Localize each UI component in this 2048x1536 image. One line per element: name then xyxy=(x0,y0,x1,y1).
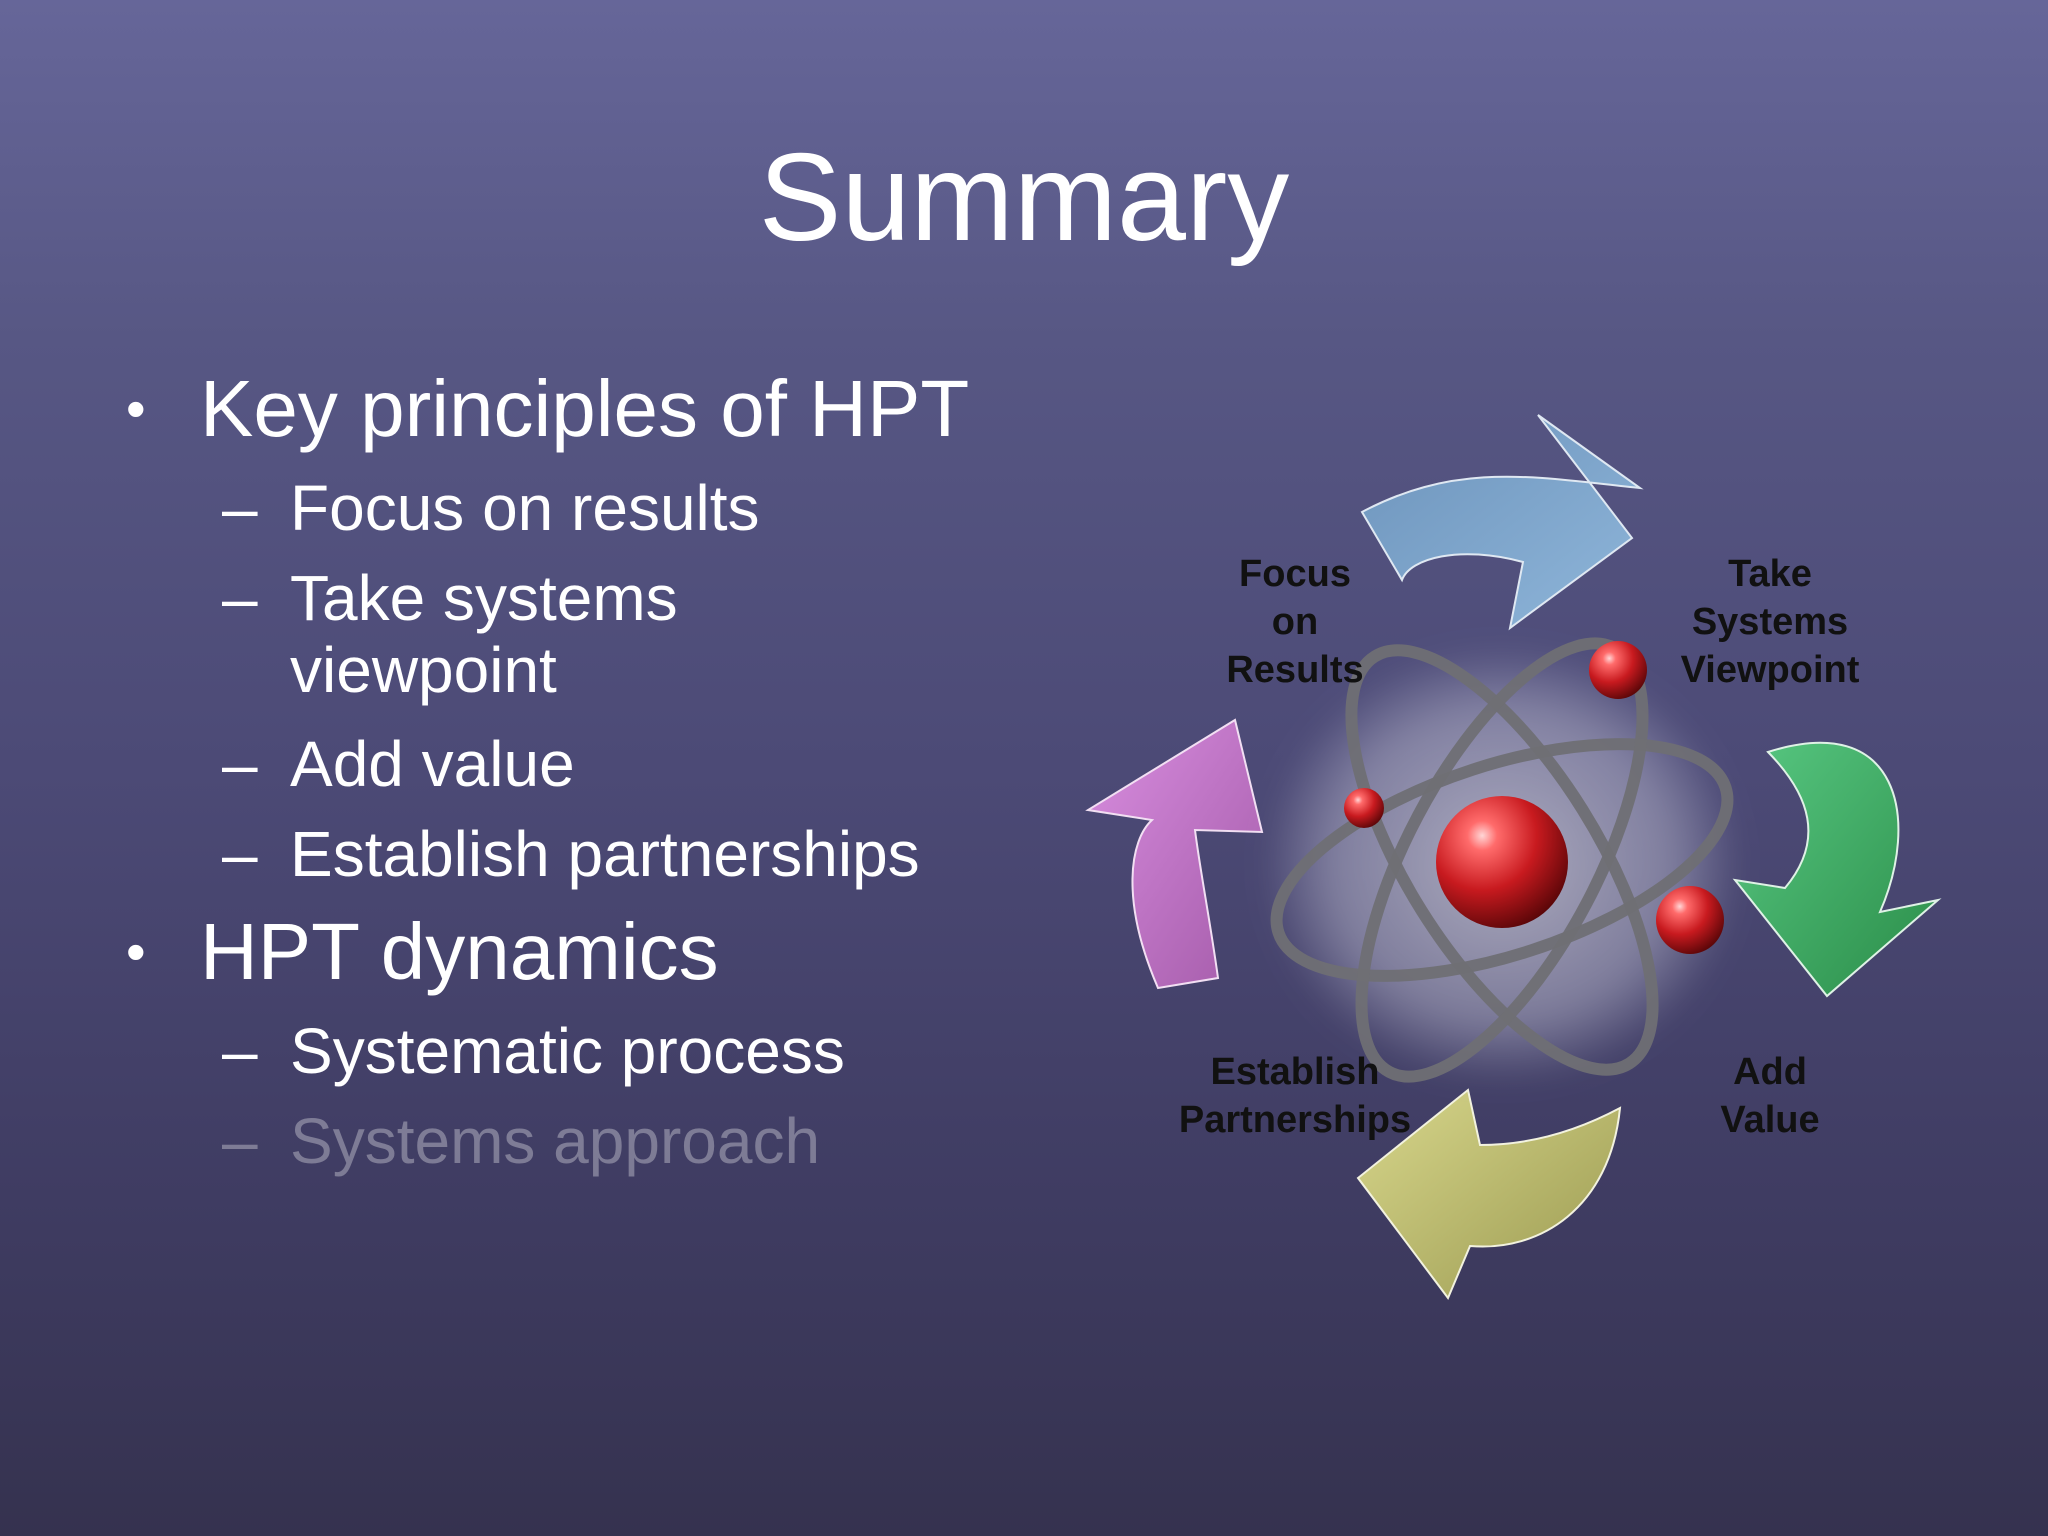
slide-title: Summary xyxy=(758,129,1290,267)
subitem-add-value: – Add value xyxy=(222,728,575,800)
arrow-green-icon xyxy=(1732,741,1942,998)
dash-glyph: – xyxy=(222,1015,258,1087)
dash-glyph: – xyxy=(222,1105,258,1177)
subitem-text: Systematic process xyxy=(290,1015,845,1087)
label-line: Systems xyxy=(1691,601,1849,643)
subitem-text: Focus on results xyxy=(290,472,760,544)
electron-icon xyxy=(1589,641,1647,699)
subitem-text: Take systems viewpoint xyxy=(290,562,678,706)
label-line: Results xyxy=(1226,649,1364,691)
bullet-glyph: • xyxy=(126,920,146,983)
hpt-cycle-diagram: Focus on Results Take Systems Viewpoint … xyxy=(1040,400,1980,1340)
label-line: Value xyxy=(1720,1099,1820,1141)
label-line: Partnerships xyxy=(1178,1099,1412,1141)
subitem-focus-results: – Focus on results xyxy=(222,472,760,544)
electron-icon xyxy=(1656,886,1724,954)
subitem-text: Systems approach xyxy=(290,1105,821,1177)
subitem-text: Add value xyxy=(290,728,575,800)
label-add-value: Add Value xyxy=(1660,1048,1880,1144)
bullet-text: HPT dynamics xyxy=(200,907,719,996)
label-establish-partnerships: Establish Partnerships xyxy=(1135,1048,1455,1144)
label-line: Take xyxy=(1728,553,1812,595)
arrow-blue-icon xyxy=(1360,414,1644,631)
bullet-hpt-dynamics: • HPT dynamics xyxy=(126,907,719,997)
subitem-systems-approach: – Systems approach xyxy=(222,1105,821,1177)
label-take-systems-viewpoint: Take Systems Viewpoint xyxy=(1640,550,1900,694)
cycle-diagram-svg xyxy=(1085,414,1942,1300)
label-line: Establish xyxy=(1210,1051,1380,1093)
bullet-glyph: • xyxy=(126,377,146,440)
bullet-list: • Key principles of HPT – Focus on resul… xyxy=(0,0,1040,1536)
dash-glyph: – xyxy=(222,472,258,544)
bullet-text: Key principles of HPT xyxy=(200,364,970,453)
nucleus-icon xyxy=(1436,796,1568,928)
label-line: on xyxy=(1271,601,1319,643)
label-line: Focus xyxy=(1239,553,1351,595)
electron-icon xyxy=(1344,788,1384,828)
subitem-text: Establish partnerships xyxy=(290,818,920,890)
subitem-systems-viewpoint: – Take systems viewpoint xyxy=(222,562,890,706)
dash-glyph: – xyxy=(222,562,258,634)
label-line: Viewpoint xyxy=(1680,649,1860,691)
arrow-purple-icon xyxy=(1085,718,1264,990)
subitem-systematic-process: – Systematic process xyxy=(222,1015,845,1087)
label-line: Add xyxy=(1733,1051,1807,1093)
label-focus-on-results: Focus on Results xyxy=(1170,550,1420,694)
bullet-key-principles: • Key principles of HPT xyxy=(126,364,970,454)
arrow-olive-icon xyxy=(1356,1088,1622,1300)
dash-glyph: – xyxy=(222,728,258,800)
subitem-partnerships: – Establish partnerships xyxy=(222,818,920,890)
dash-glyph: – xyxy=(222,818,258,890)
